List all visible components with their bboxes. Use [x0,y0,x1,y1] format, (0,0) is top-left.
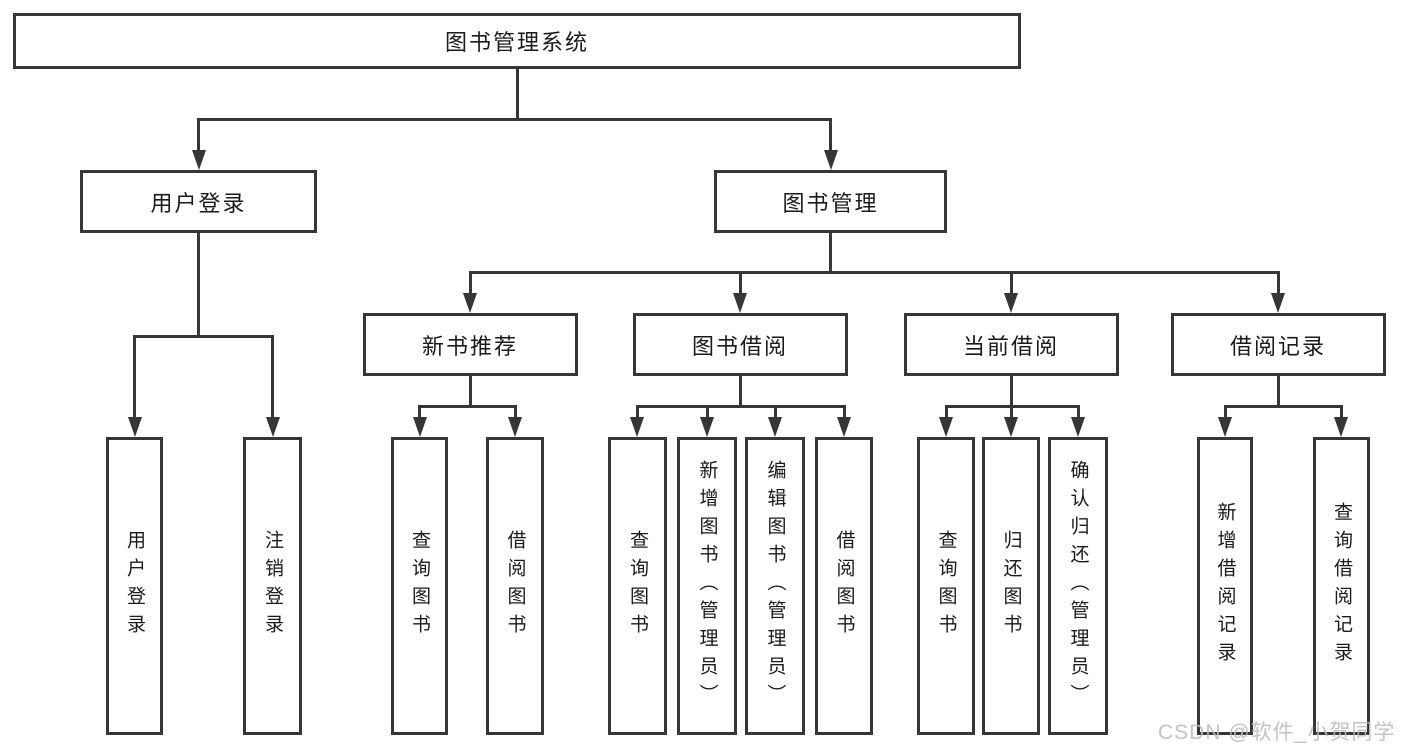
leaf-user-login: 用户登录 [106,437,163,735]
node-current-borrow-label: 当前借阅 [962,333,1059,359]
br-leaf2-arrow-icon [1334,417,1348,437]
borrow-records-arrow-icon [1271,293,1285,313]
level3-bar-line [468,271,1280,274]
book-borrow-stem-line [738,376,742,405]
leaf-user-login-label: 用户登录 [124,530,145,642]
leaf-logout: 注销登录 [243,437,302,735]
node-new-books-label: 新书推荐 [421,333,518,359]
new-books-stem-line [468,376,472,405]
leaf-br-add-record: 新增借阅记录 [1197,437,1253,735]
leaf-nb-borrow-books: 借阅图书 [486,437,544,735]
current-borrow-stem-line [1009,376,1013,405]
br-leaf2-drop-line [1339,405,1343,417]
leaf-bb-query-books-label: 查询图书 [627,530,648,642]
bb-leaf1-drop-line [635,405,639,417]
node-borrow-records: 借阅记录 [1170,313,1386,376]
user-login-split-bar-line [133,335,274,338]
new-books-drop-line [468,271,472,293]
cb-leaf2-arrow-icon [1004,417,1018,437]
login-leaf-drop-line [133,335,136,417]
book-mgmt-arrow-icon [823,150,838,170]
nb-leaf2-arrow-icon [508,417,522,437]
level2-bar-line [197,118,832,121]
bb-leaf2-arrow-icon [700,417,714,437]
leaf-logout-label: 注销登录 [262,530,283,642]
leaf-bb-add-books-admin: 新增图书（管理员） [677,437,737,735]
book-borrow-arrow-icon [733,293,747,313]
node-user-login: 用户登录 [80,170,317,233]
user-login-arrow-icon [191,150,206,170]
bb-leaf3-arrow-icon [768,417,782,437]
bb-leaf3-drop-line [773,405,777,417]
new-books-split-bar-line [418,405,517,408]
leaf-bb-query-books: 查询图书 [608,437,667,735]
br-leaf1-drop-line [1223,405,1227,417]
cb-leaf3-arrow-icon [1071,417,1085,437]
leaf-cb-query-books: 查询图书 [917,437,975,735]
node-user-login-label: 用户登录 [150,190,247,216]
book-borrow-drop-line [738,271,742,293]
node-new-books: 新书推荐 [362,313,578,376]
node-borrow-records-label: 借阅记录 [1229,333,1326,359]
leaf-br-query-record-label: 查询借阅记录 [1331,502,1352,670]
bb-leaf2-drop-line [705,405,709,417]
borrow-records-split-bar-line [1223,405,1343,408]
node-book-mgmt-label: 图书管理 [782,190,879,216]
logout-leaf-arrow-icon [265,417,280,437]
new-books-arrow-icon [463,293,477,313]
root-stem-line [515,69,519,118]
bb-leaf4-drop-line [842,405,846,417]
current-borrow-arrow-icon [1004,293,1018,313]
leaf-cb-query-books-label: 查询图书 [935,530,957,642]
borrow-records-drop-line [1276,271,1280,293]
leaf-bb-edit-books-admin-label: 编辑图书（管理员） [764,460,786,712]
logout-leaf-drop-line [271,335,274,417]
leaf-bb-borrow-books-label: 借阅图书 [833,530,855,642]
leaf-bb-borrow-books: 借阅图书 [815,437,873,735]
node-book-mgmt: 图书管理 [714,170,947,233]
user-login-drop-line [197,118,200,150]
node-book-borrow: 图书借阅 [632,313,848,376]
cb-leaf1-arrow-icon [939,417,953,437]
leaf-cb-return-books-label: 归还图书 [1000,530,1022,642]
leaf-bb-edit-books-admin: 编辑图书（管理员） [745,437,805,735]
user-login-stem-line [197,233,200,335]
cb-leaf3-drop-line [1076,405,1080,417]
current-borrow-drop-line [1009,271,1013,293]
leaf-br-add-record-label: 新增借阅记录 [1214,502,1236,670]
book-borrow-split-bar-line [635,405,846,408]
book-mgmt-stem-line [829,233,832,271]
leaf-cb-confirm-return-admin: 确认归还（管理员） [1048,437,1108,735]
node-current-borrow: 当前借阅 [903,313,1119,376]
leaf-br-query-record: 查询借阅记录 [1313,437,1370,735]
nb-leaf1-drop-line [418,405,421,417]
cb-leaf1-drop-line [944,405,948,417]
node-root-label: 图书管理系统 [444,30,589,55]
nb-leaf1-arrow-icon [412,417,427,437]
leaf-nb-query-books-label: 查询图书 [409,530,430,642]
book-mgmt-drop-line [829,118,832,150]
node-root: 图书管理系统 [13,13,1021,69]
node-book-borrow-label: 图书借阅 [691,333,788,359]
csdn-watermark: CSDN @软件_小贺同学 [1158,721,1396,744]
leaf-nb-query-books: 查询图书 [391,437,448,735]
borrow-records-stem-line [1276,376,1280,405]
bb-leaf4-arrow-icon [837,417,851,437]
nb-leaf2-drop-line [513,405,517,417]
leaf-nb-borrow-books-label: 借阅图书 [504,530,526,642]
leaf-bb-add-books-admin-label: 新增图书（管理员） [696,460,718,712]
bb-leaf1-arrow-icon [630,417,644,437]
login-leaf-arrow-icon [127,417,142,437]
cb-leaf2-drop-line [1009,405,1013,417]
br-leaf1-arrow-icon [1218,417,1232,437]
leaf-cb-confirm-return-admin-label: 确认归还（管理员） [1067,460,1089,712]
leaf-cb-return-books: 归还图书 [982,437,1040,735]
